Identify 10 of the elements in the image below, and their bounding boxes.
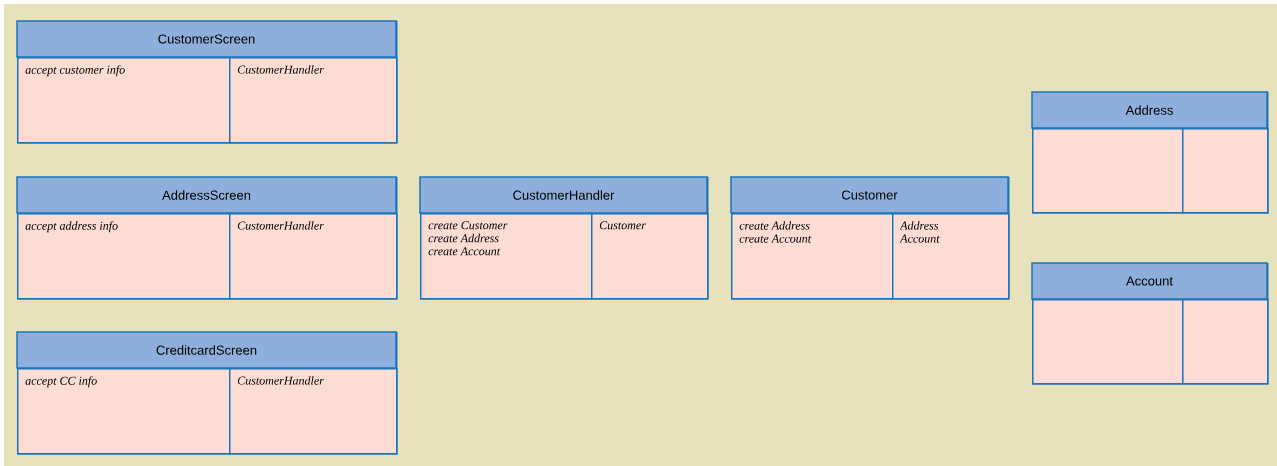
card-cell: accept customer info — [17, 57, 231, 144]
card-cell: CustomerHandler — [229, 213, 398, 300]
card-cell: accept address info — [17, 213, 231, 300]
card-cell: create Address create Account — [731, 213, 894, 300]
card-cell: Address Account — [892, 213, 1010, 300]
card-cell: CustomerHandler — [229, 57, 398, 144]
card-cell: CustomerHandler — [229, 368, 398, 455]
card-cell: Customer — [591, 213, 709, 300]
card-cell: create Customer create Address create Account — [420, 213, 593, 300]
card-cell: accept CC info — [17, 368, 231, 455]
